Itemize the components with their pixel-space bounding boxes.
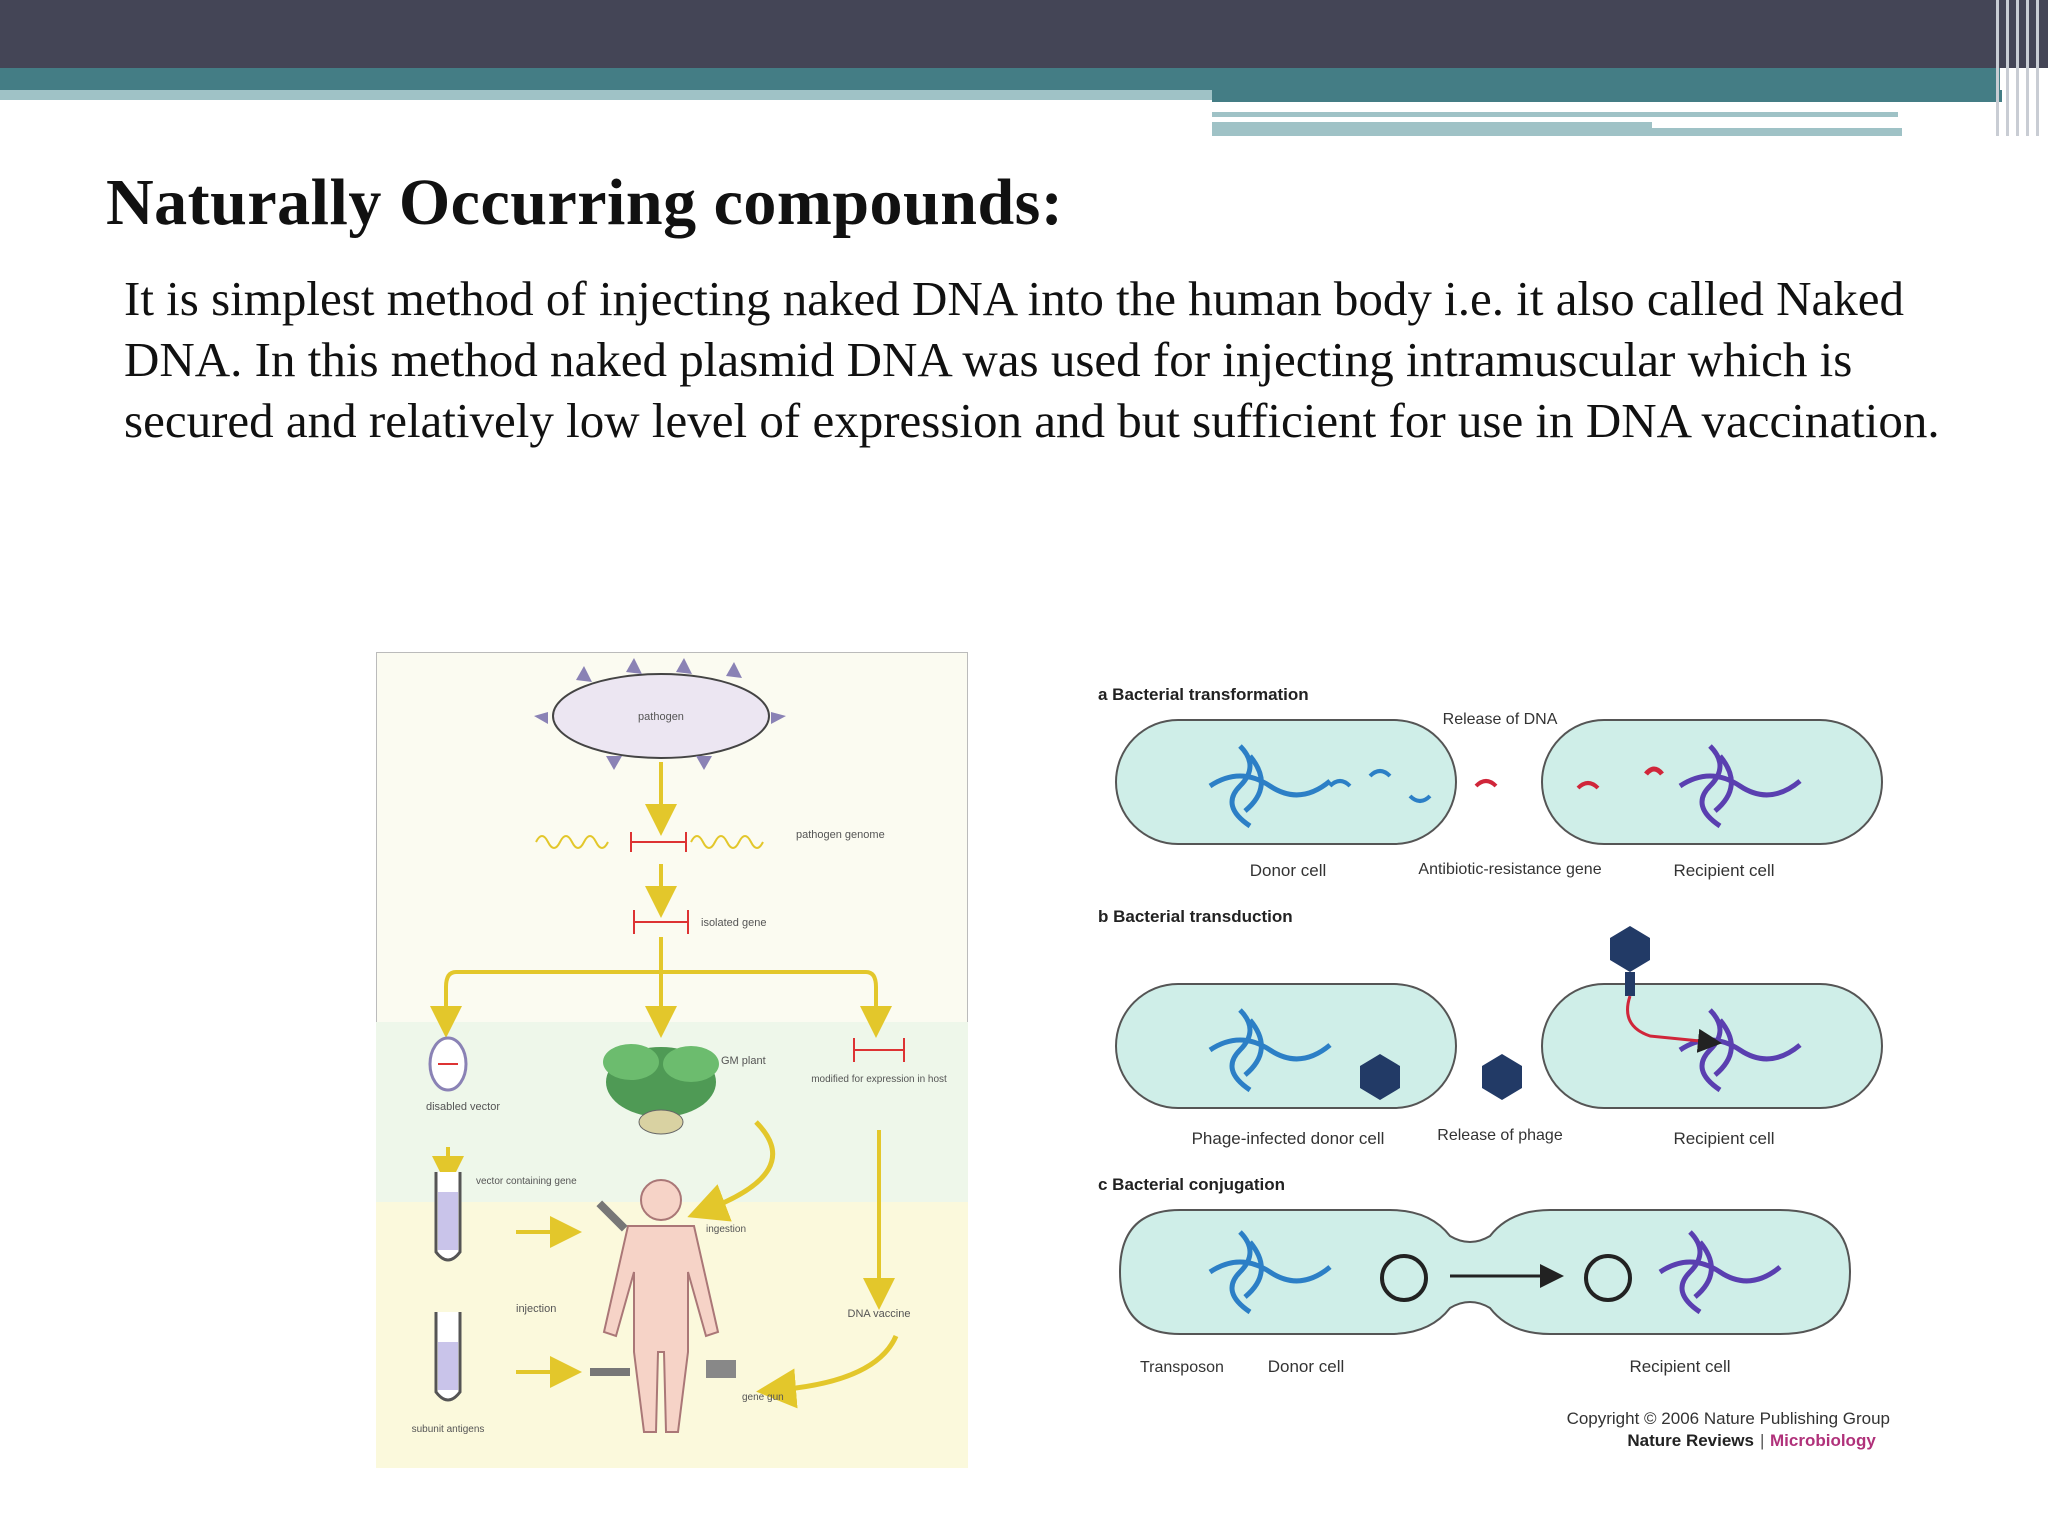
antibiotic-label: Antibiotic-resistance gene: [1418, 861, 1601, 878]
header-accent-bar: [0, 68, 2000, 90]
isolated-gene-label: isolated gene: [701, 917, 766, 929]
panel-a-title: a Bacterial transformation: [1098, 685, 1309, 704]
donor-cell-label-c: Donor cell: [1268, 1357, 1345, 1376]
copyright-text: Copyright © 2006 Nature Publishing Group: [1567, 1409, 1890, 1428]
header-accent-bar: [1212, 112, 1898, 117]
dna-cluster-icon: [1208, 1230, 1332, 1315]
panel-b-title: b Bacterial transduction: [1098, 907, 1293, 926]
header-accent-bar: [0, 90, 1212, 100]
header-accent-bar: [1652, 128, 1902, 136]
modified-label: modified for expression in host: [811, 1074, 947, 1085]
pathogen-label: pathogen: [638, 711, 684, 723]
disabled-vector-label: disabled vector: [426, 1101, 500, 1113]
vector-containing-label: vector containing gene: [476, 1176, 577, 1187]
slide-title: Naturally Occurring compounds:: [106, 166, 1064, 239]
journal-section: Microbiology: [1770, 1431, 1876, 1450]
dna-cluster-icon: [1208, 744, 1332, 829]
dna-cluster-icon: [1658, 1230, 1782, 1315]
phage-icon: [1360, 926, 1650, 1100]
recipient-cell-label-b: Recipient cell: [1673, 1129, 1774, 1148]
ingestion-label: ingestion: [706, 1224, 746, 1235]
human-figure-icon: [602, 1179, 720, 1433]
dna-cluster-icon: [1678, 744, 1802, 829]
phage-infected-label: Phage-infected donor cell: [1192, 1129, 1385, 1148]
donor-cell-label-a: Donor cell: [1250, 861, 1327, 880]
panel-c-title: c Bacterial conjugation: [1098, 1175, 1285, 1194]
gm-plant-label: GM plant: [721, 1055, 766, 1067]
slide-body-text: It is simplest method of injecting naked…: [124, 271, 1940, 448]
subunit-label: subunit antigens: [412, 1424, 485, 1435]
dna-cluster-icon: [1208, 1008, 1332, 1093]
header-accent-bar: [1212, 90, 2002, 102]
journal-name: Nature Reviews: [1627, 1431, 1754, 1450]
header-accent-bar: [1212, 122, 1652, 136]
edge-stripes: [1990, 0, 2048, 136]
dna-vaccine-label: DNA vaccine: [848, 1308, 911, 1320]
recipient-cell-label-c: Recipient cell: [1629, 1357, 1730, 1376]
header-band: [0, 0, 2048, 68]
injection-label: injection: [516, 1303, 556, 1315]
svg-text:|: |: [1760, 1431, 1764, 1450]
gene-gun-label: gene gun: [742, 1392, 784, 1403]
gm-plant-icon: [603, 1044, 719, 1135]
pathogen-icon: [534, 658, 786, 770]
pathogen-genome-label: pathogen genome: [796, 829, 885, 841]
bacterial-transfer-diagram: a Bacterial transformation Release of DN…: [1098, 685, 1890, 1450]
release-phage-label: Release of phage: [1437, 1127, 1563, 1144]
transposon-label: Transposon: [1140, 1359, 1224, 1376]
release-dna-label: Release of DNA: [1443, 711, 1558, 728]
recipient-cell-label-a: Recipient cell: [1673, 861, 1774, 880]
dna-vaccine-diagram: pathogen pathogen genome isolated gene d…: [376, 652, 968, 1468]
